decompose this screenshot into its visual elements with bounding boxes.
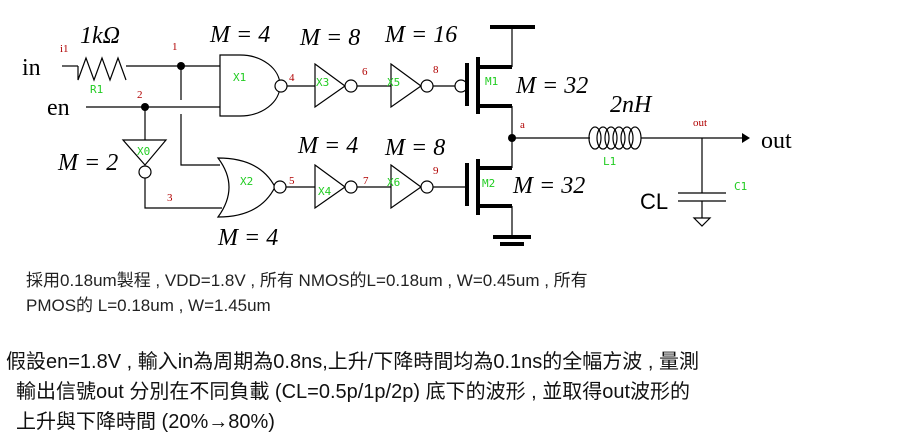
capacitor-label: CL: [640, 189, 668, 214]
nor-bubble: [273, 180, 287, 194]
task-text-line3: 上升與下降時間 (20%→80%): [16, 411, 275, 433]
gate-label-x6: X6: [387, 176, 400, 189]
multiplier-x1: M = 4: [209, 22, 270, 48]
multiplier-x3: M = 8: [299, 25, 360, 51]
node-label-2: 2: [137, 89, 143, 101]
task-text-line1: 假設en=1.8V , 輸入in為周期為0.8ns,上升/下降時間均為0.1ns…: [6, 351, 699, 373]
multiplier-m1: M = 32: [515, 73, 588, 99]
circuit-diagram: in en i1 1kΩ R1 1 2 X0 M = 2 3 X1 M = 4 …: [22, 22, 792, 251]
input-label-en: en: [47, 95, 70, 121]
multiplier-x2: M = 4: [217, 225, 278, 251]
arrow-icon: [742, 133, 750, 143]
inverter-x4: [314, 163, 347, 210]
inverter-bubble: [344, 180, 358, 194]
node-label-a: a: [520, 119, 525, 131]
inverter-x0: [121, 139, 168, 166]
inverter-bubble: [420, 79, 434, 93]
gate-label-x4: X4: [318, 185, 332, 198]
wire: [144, 178, 222, 209]
gate-label-x0: X0: [137, 145, 150, 158]
output-label-out: out: [761, 128, 792, 154]
nor-gate-x2: [216, 157, 276, 218]
capacitor-name: C1: [734, 180, 747, 193]
inverter-x6: [390, 163, 423, 210]
resistor-name: R1: [90, 83, 103, 96]
node-label-6: 6: [362, 66, 368, 78]
inverter-x5: [390, 62, 423, 109]
node-label-1: 1: [172, 41, 178, 53]
multiplier-x6: M = 8: [384, 135, 445, 161]
gate-label-x2: X2: [240, 175, 253, 188]
node-label-out: out: [693, 117, 707, 129]
inductor-value: 2nH: [610, 92, 653, 118]
inductor-l1: [588, 126, 642, 150]
inverter-x3: [314, 62, 347, 109]
node-label-3: 3: [167, 192, 173, 204]
wire: [180, 114, 220, 166]
task-text-line2: 輸出信號out 分別在不同負載 (CL=0.5p/1p/2p) 底下的波形 , …: [16, 381, 691, 403]
node-label-5: 5: [289, 175, 295, 187]
gate-label-x5: X5: [387, 76, 400, 89]
input-label-in: in: [22, 55, 41, 81]
multiplier-x0: M = 2: [57, 150, 118, 176]
transistor-label-m2: M2: [482, 177, 495, 190]
multiplier-m2: M = 32: [512, 173, 585, 199]
node-label-7: 7: [363, 175, 369, 187]
gate-label-x1: X1: [233, 71, 246, 84]
inverter-bubble: [344, 79, 358, 93]
node-label-4: 4: [289, 72, 295, 84]
transistor-label-m1: M1: [485, 75, 498, 88]
nand-bubble: [274, 79, 288, 93]
inductor-name: L1: [603, 155, 616, 168]
gate-label-x3: X3: [316, 76, 329, 89]
resistor-value: 1kΩ: [80, 23, 120, 49]
node-label-i1: i1: [60, 43, 69, 55]
spec-text-line1: 採用0.18um製程 , VDD=1.8V , 所有 NMOS的L=0.18um…: [26, 271, 588, 290]
nand-gate-x1: [219, 54, 281, 117]
node-label-9: 9: [433, 165, 439, 177]
resistor-r1: [77, 56, 127, 82]
ground-icon: [692, 217, 712, 227]
multiplier-x4: M = 4: [297, 133, 358, 159]
node-label-8: 8: [433, 64, 439, 76]
multiplier-x5: M = 16: [384, 22, 457, 48]
spec-text-line2: PMOS的 L=0.18um , W=1.45um: [26, 296, 271, 315]
inverter-bubble: [138, 165, 152, 179]
inverter-bubble: [420, 180, 434, 194]
